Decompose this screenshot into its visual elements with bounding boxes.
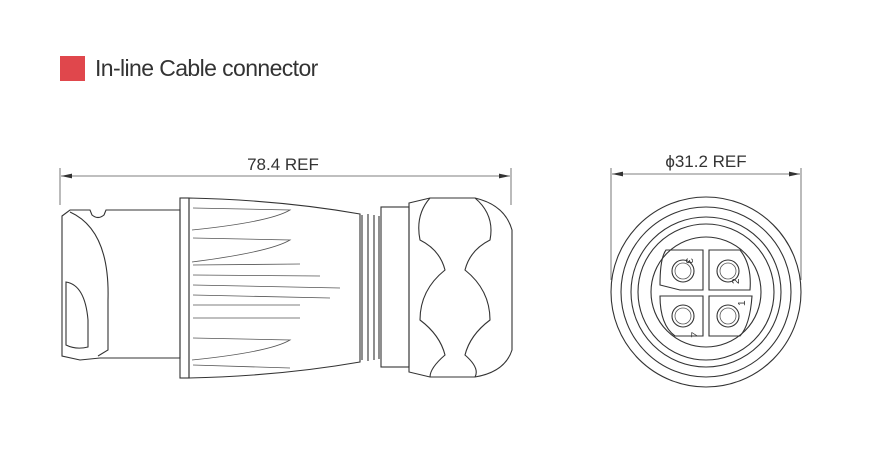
- title-marker: [60, 56, 85, 81]
- side-view: 78.4 REF: [59, 155, 513, 379]
- pin-label-4: 4: [687, 332, 698, 338]
- page-title: In-line Cable connector: [95, 55, 318, 81]
- diameter-label: ϕ31.2 REF: [665, 152, 746, 171]
- pin-label-2: 2: [731, 278, 742, 284]
- pin-label-1: 1: [737, 300, 748, 306]
- connector-side: [61, 197, 513, 379]
- length-dimension: 78.4 REF: [59, 155, 512, 205]
- pin-4: [671, 304, 695, 328]
- length-label: 78.4 REF: [247, 155, 319, 174]
- diameter-dimension: ϕ31.2 REF: [610, 152, 802, 280]
- pin-1: [716, 304, 740, 328]
- end-view: ϕ31.2 REF 3 2 4 1: [610, 152, 802, 388]
- pin-3: [671, 259, 695, 283]
- pin-label-3: 3: [683, 258, 694, 264]
- connector-face: 3 2 4 1: [610, 196, 802, 388]
- pin-2: [716, 259, 740, 283]
